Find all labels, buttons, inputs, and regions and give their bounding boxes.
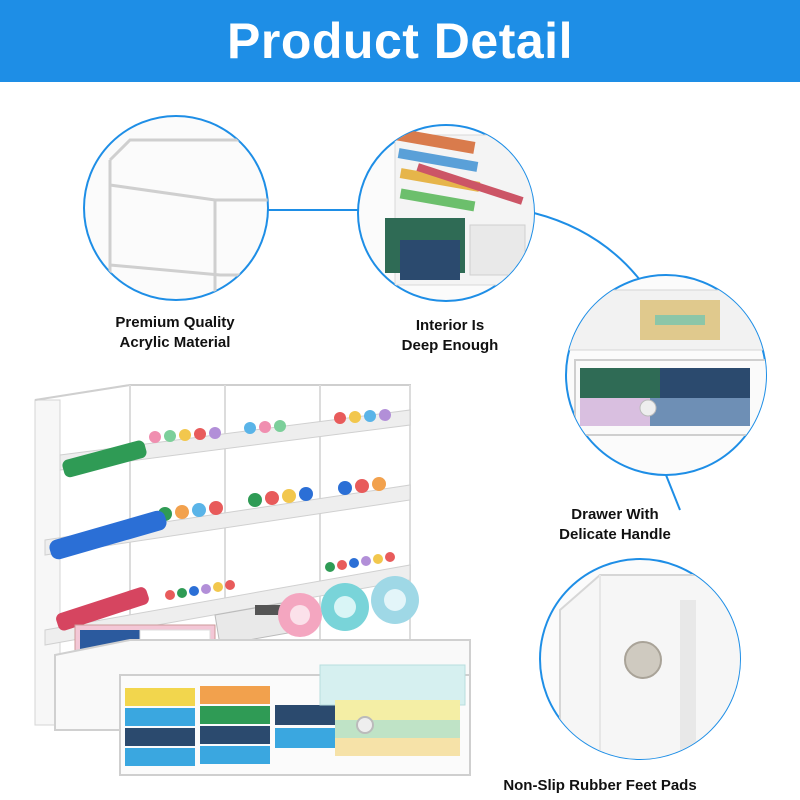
connector-lines bbox=[268, 209, 681, 511]
callout-line-2: Deep Enough bbox=[401, 337, 499, 354]
callout-line-2: Delicate Handle bbox=[559, 526, 671, 543]
drawer-handle-closeup-icon bbox=[565, 274, 767, 476]
callout-line-1: Interior Is bbox=[415, 317, 485, 334]
callout-drawer-handle: Drawer With Delicate Handle bbox=[515, 505, 715, 545]
header-banner: Product Detail bbox=[0, 0, 800, 82]
callout-line-1: Non-Slip Rubber Feet Pads bbox=[503, 777, 697, 794]
callout-interior-depth: Interior Is Deep Enough bbox=[355, 316, 545, 356]
acrylic-corner-closeup-icon bbox=[83, 115, 269, 301]
callout-line-1: Premium Quality bbox=[115, 314, 235, 331]
page-title: Product Detail bbox=[227, 13, 573, 69]
callout-line-2: Acrylic Material bbox=[119, 334, 231, 351]
rubber-foot-pad-closeup-icon bbox=[539, 558, 741, 760]
callout-line-1: Drawer With bbox=[571, 506, 659, 523]
acrylic-desk-organizer-with-markers-icon bbox=[34, 384, 471, 776]
callout-rubber-feet: Non-Slip Rubber Feet Pads bbox=[470, 776, 730, 796]
interior-colored-pencils-closeup-icon bbox=[357, 124, 535, 302]
callout-acrylic-material: Premium Quality Acrylic Material bbox=[80, 313, 270, 353]
